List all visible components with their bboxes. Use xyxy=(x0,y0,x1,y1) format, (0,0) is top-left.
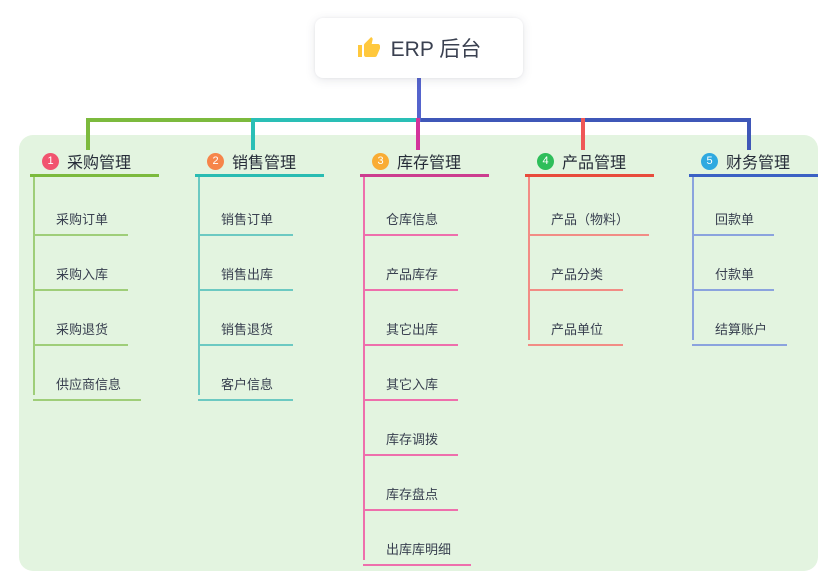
child-label: 销售出库 xyxy=(221,267,274,282)
child-node[interactable]: 出库库明细 xyxy=(363,526,472,566)
connector-bus-teal xyxy=(251,118,417,122)
child-label: 采购订单 xyxy=(56,212,109,227)
child-node[interactable]: 产品（物料） xyxy=(528,196,650,236)
branch-number-badge: 5 xyxy=(701,152,718,170)
child-label: 产品库存 xyxy=(386,267,439,282)
connector-stub xyxy=(747,118,751,150)
branch-number-badge: 2 xyxy=(207,152,224,170)
branch-inventory: 3 库存管理 仓库信息 产品库存 其它出库 其它入库 库存调拨 库存盘点 出库库… xyxy=(360,118,489,566)
child-node[interactable]: 仓库信息 xyxy=(363,196,459,236)
branch-header-product[interactable]: 4 产品管理 xyxy=(525,148,654,177)
branch-label: 财务管理 xyxy=(726,155,791,172)
connector-bus-green xyxy=(86,118,253,122)
child-node[interactable]: 采购退货 xyxy=(33,306,129,346)
connector-trunk xyxy=(363,177,365,560)
child-node[interactable]: 销售出库 xyxy=(198,251,294,291)
root-node-label: ERP 后台 xyxy=(390,38,482,61)
child-label: 结算账户 xyxy=(715,322,768,337)
child-node[interactable]: 其它出库 xyxy=(363,306,459,346)
child-node[interactable]: 其它入库 xyxy=(363,361,459,401)
child-label: 回款单 xyxy=(715,212,755,227)
branch-number-badge: 3 xyxy=(372,152,389,170)
branch-header-sales[interactable]: 2 销售管理 xyxy=(195,148,324,177)
branch-label: 采购管理 xyxy=(67,155,132,172)
connector-trunk xyxy=(528,177,530,340)
connector-stub xyxy=(251,118,255,150)
connector-root-line xyxy=(417,78,421,122)
connector-trunk xyxy=(198,177,200,395)
child-node[interactable]: 产品单位 xyxy=(528,306,624,346)
child-node[interactable]: 销售订单 xyxy=(198,196,294,236)
child-node[interactable]: 结算账户 xyxy=(692,306,788,346)
thumbs-up-icon xyxy=(357,36,381,60)
child-node[interactable]: 销售退货 xyxy=(198,306,294,346)
child-label: 产品单位 xyxy=(551,322,604,337)
child-node[interactable]: 回款单 xyxy=(692,196,775,236)
child-label: 采购入库 xyxy=(56,267,109,282)
branch-finance: 5 财务管理 回款单 付款单 结算账户 xyxy=(689,118,818,346)
child-node[interactable]: 库存盘点 xyxy=(363,471,459,511)
child-node[interactable]: 库存调拨 xyxy=(363,416,459,456)
child-node[interactable]: 客户信息 xyxy=(198,361,294,401)
child-label: 客户信息 xyxy=(221,377,274,392)
child-node[interactable]: 产品分类 xyxy=(528,251,624,291)
connector-stub xyxy=(86,118,90,150)
branch-number-badge: 4 xyxy=(537,152,554,170)
branch-label: 产品管理 xyxy=(562,155,627,172)
child-label: 库存调拨 xyxy=(386,432,439,447)
branch-header-inventory[interactable]: 3 库存管理 xyxy=(360,148,489,177)
branch-number-badge: 1 xyxy=(42,152,59,170)
connector-stub xyxy=(416,118,420,150)
child-node[interactable]: 采购订单 xyxy=(33,196,129,236)
root-node[interactable]: ERP 后台 xyxy=(315,18,523,78)
child-node[interactable]: 供应商信息 xyxy=(33,361,142,401)
connector-trunk xyxy=(33,177,35,395)
connector-stub xyxy=(581,118,585,150)
child-label: 产品（物料） xyxy=(551,212,630,227)
child-label: 产品分类 xyxy=(551,267,604,282)
connector-trunk xyxy=(692,177,694,340)
child-node[interactable]: 付款单 xyxy=(692,251,775,291)
child-label: 销售退货 xyxy=(221,322,274,337)
child-label: 付款单 xyxy=(715,267,755,282)
background-panel xyxy=(19,135,818,571)
child-label: 出库库明细 xyxy=(386,542,452,557)
branch-product: 4 产品管理 产品（物料） 产品分类 产品单位 xyxy=(525,118,654,346)
child-label: 供应商信息 xyxy=(56,377,122,392)
branch-header-purchase[interactable]: 1 采购管理 xyxy=(30,148,159,177)
child-node[interactable]: 产品库存 xyxy=(363,251,459,291)
branch-sales: 2 销售管理 销售订单 销售出库 销售退货 客户信息 xyxy=(195,118,324,401)
child-label: 销售订单 xyxy=(221,212,274,227)
child-label: 仓库信息 xyxy=(386,212,439,227)
branch-purchase: 1 采购管理 采购订单 采购入库 采购退货 供应商信息 xyxy=(30,118,159,401)
branch-label: 销售管理 xyxy=(232,155,297,172)
branch-header-finance[interactable]: 5 财务管理 xyxy=(689,148,818,177)
child-label: 库存盘点 xyxy=(386,487,439,502)
child-label: 其它出库 xyxy=(386,322,439,337)
child-node[interactable]: 采购入库 xyxy=(33,251,129,291)
child-label: 其它入库 xyxy=(386,377,439,392)
branch-label: 库存管理 xyxy=(397,155,462,172)
child-label: 采购退货 xyxy=(56,322,109,337)
